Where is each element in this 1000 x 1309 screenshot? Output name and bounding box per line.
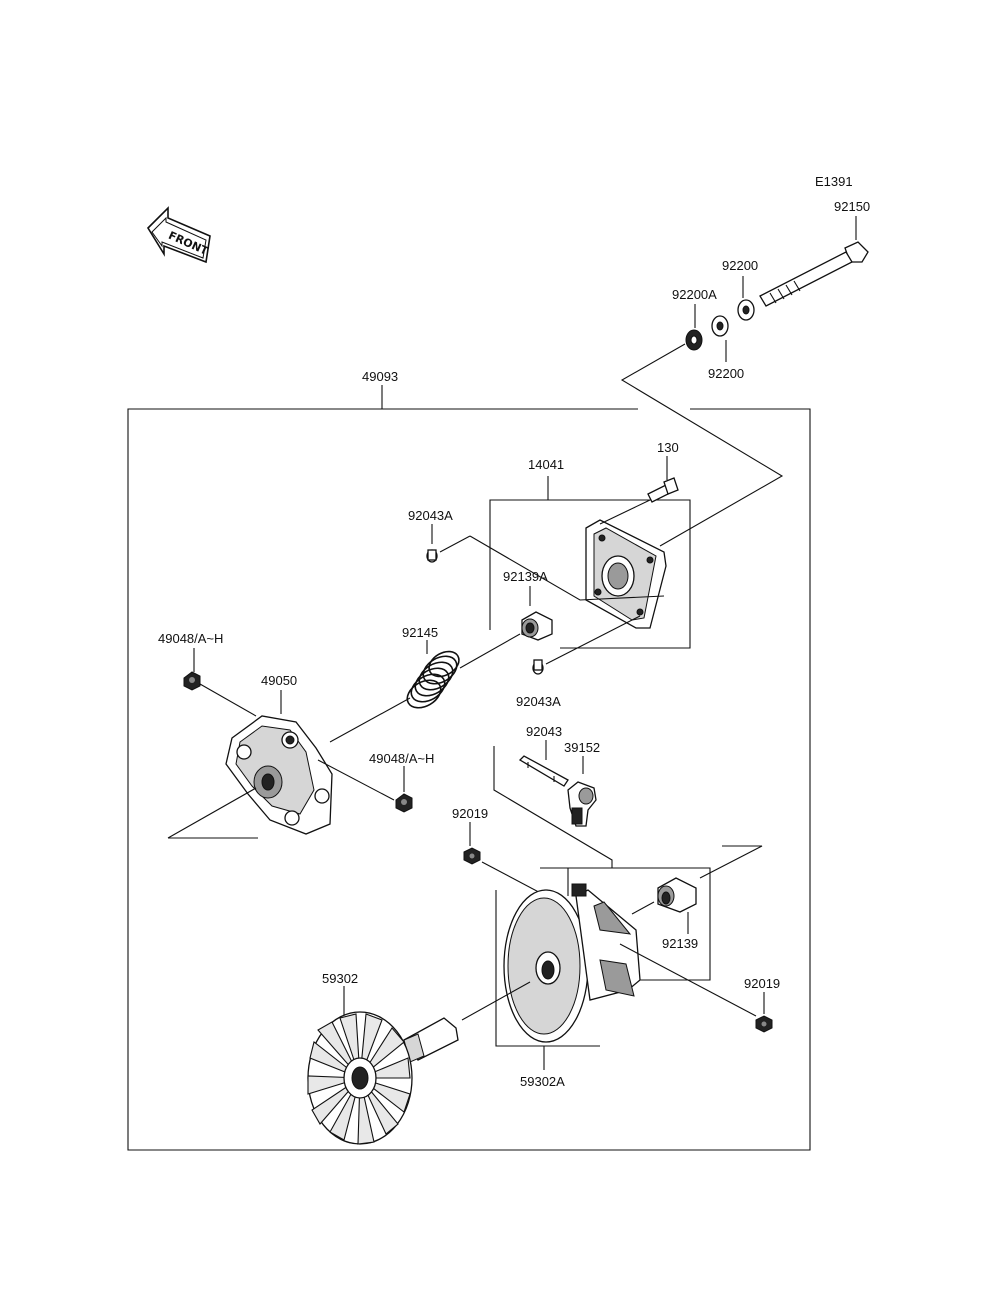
label-92139A: 92139A: [503, 569, 548, 584]
bolt-130: [599, 456, 679, 525]
label-130: 130: [657, 440, 679, 455]
fixed-sheave-59302: [307, 981, 531, 1145]
diagram-code: E1391: [815, 174, 853, 189]
movable-sheave-59302A: [503, 883, 641, 1043]
label-92200A: 92200A: [672, 287, 717, 302]
label-92150: 92150: [834, 199, 870, 214]
label-92139: 92139: [662, 936, 698, 951]
nut-92019-right: [619, 943, 773, 1033]
label-92200-top: 92200: [722, 258, 758, 273]
label-92043: 92043: [526, 724, 562, 739]
label-49048-left: 49048/A~H: [158, 631, 223, 646]
group-bracket-14041: [489, 476, 691, 649]
label-92019-right: 92019: [744, 976, 780, 991]
washer-92200-bottom: [711, 315, 729, 362]
roller-39152: [567, 756, 597, 827]
label-49093: 49093: [362, 369, 398, 384]
washer-92200A: [685, 304, 703, 351]
cover-14041: [585, 519, 667, 629]
nut-49048-left: [183, 648, 257, 717]
label-92043A-top: 92043A: [408, 508, 453, 523]
label-49048-right: 49048/A~H: [369, 751, 434, 766]
group-bracket-92043-39152: [493, 740, 613, 896]
assembly-frame-49093: [127, 385, 811, 1151]
label-59302: 59302: [322, 971, 358, 986]
washer-92200-top: [737, 276, 755, 321]
label-92043A-bottom: 92043A: [516, 694, 561, 709]
label-39152: 39152: [564, 740, 600, 755]
group-bracket-59302A: [495, 845, 763, 1070]
front-arrow-icon: FRONT: [146, 206, 211, 264]
label-59302A: 59302A: [520, 1074, 565, 1089]
label-14041: 14041: [528, 457, 564, 472]
roller-pin-92043: [518, 755, 569, 787]
dowel-pin-92043A-bottom: [532, 615, 641, 675]
nut-49048-right: [395, 766, 413, 813]
spider-49050: [167, 690, 395, 839]
nut-92019-left: [463, 822, 551, 899]
spring-92145: [329, 633, 521, 743]
label-92200-bottom: 92200: [708, 366, 744, 381]
dowel-pin-92043A-top: [426, 524, 665, 601]
bushing-92139: [631, 877, 697, 934]
bushing-92139A: [521, 586, 553, 641]
leader-washer-to-cover: [620, 343, 784, 547]
label-49050: 49050: [261, 673, 297, 688]
bolt-92150: [759, 216, 869, 307]
label-92019-left: 92019: [452, 806, 488, 821]
label-92145: 92145: [402, 625, 438, 640]
